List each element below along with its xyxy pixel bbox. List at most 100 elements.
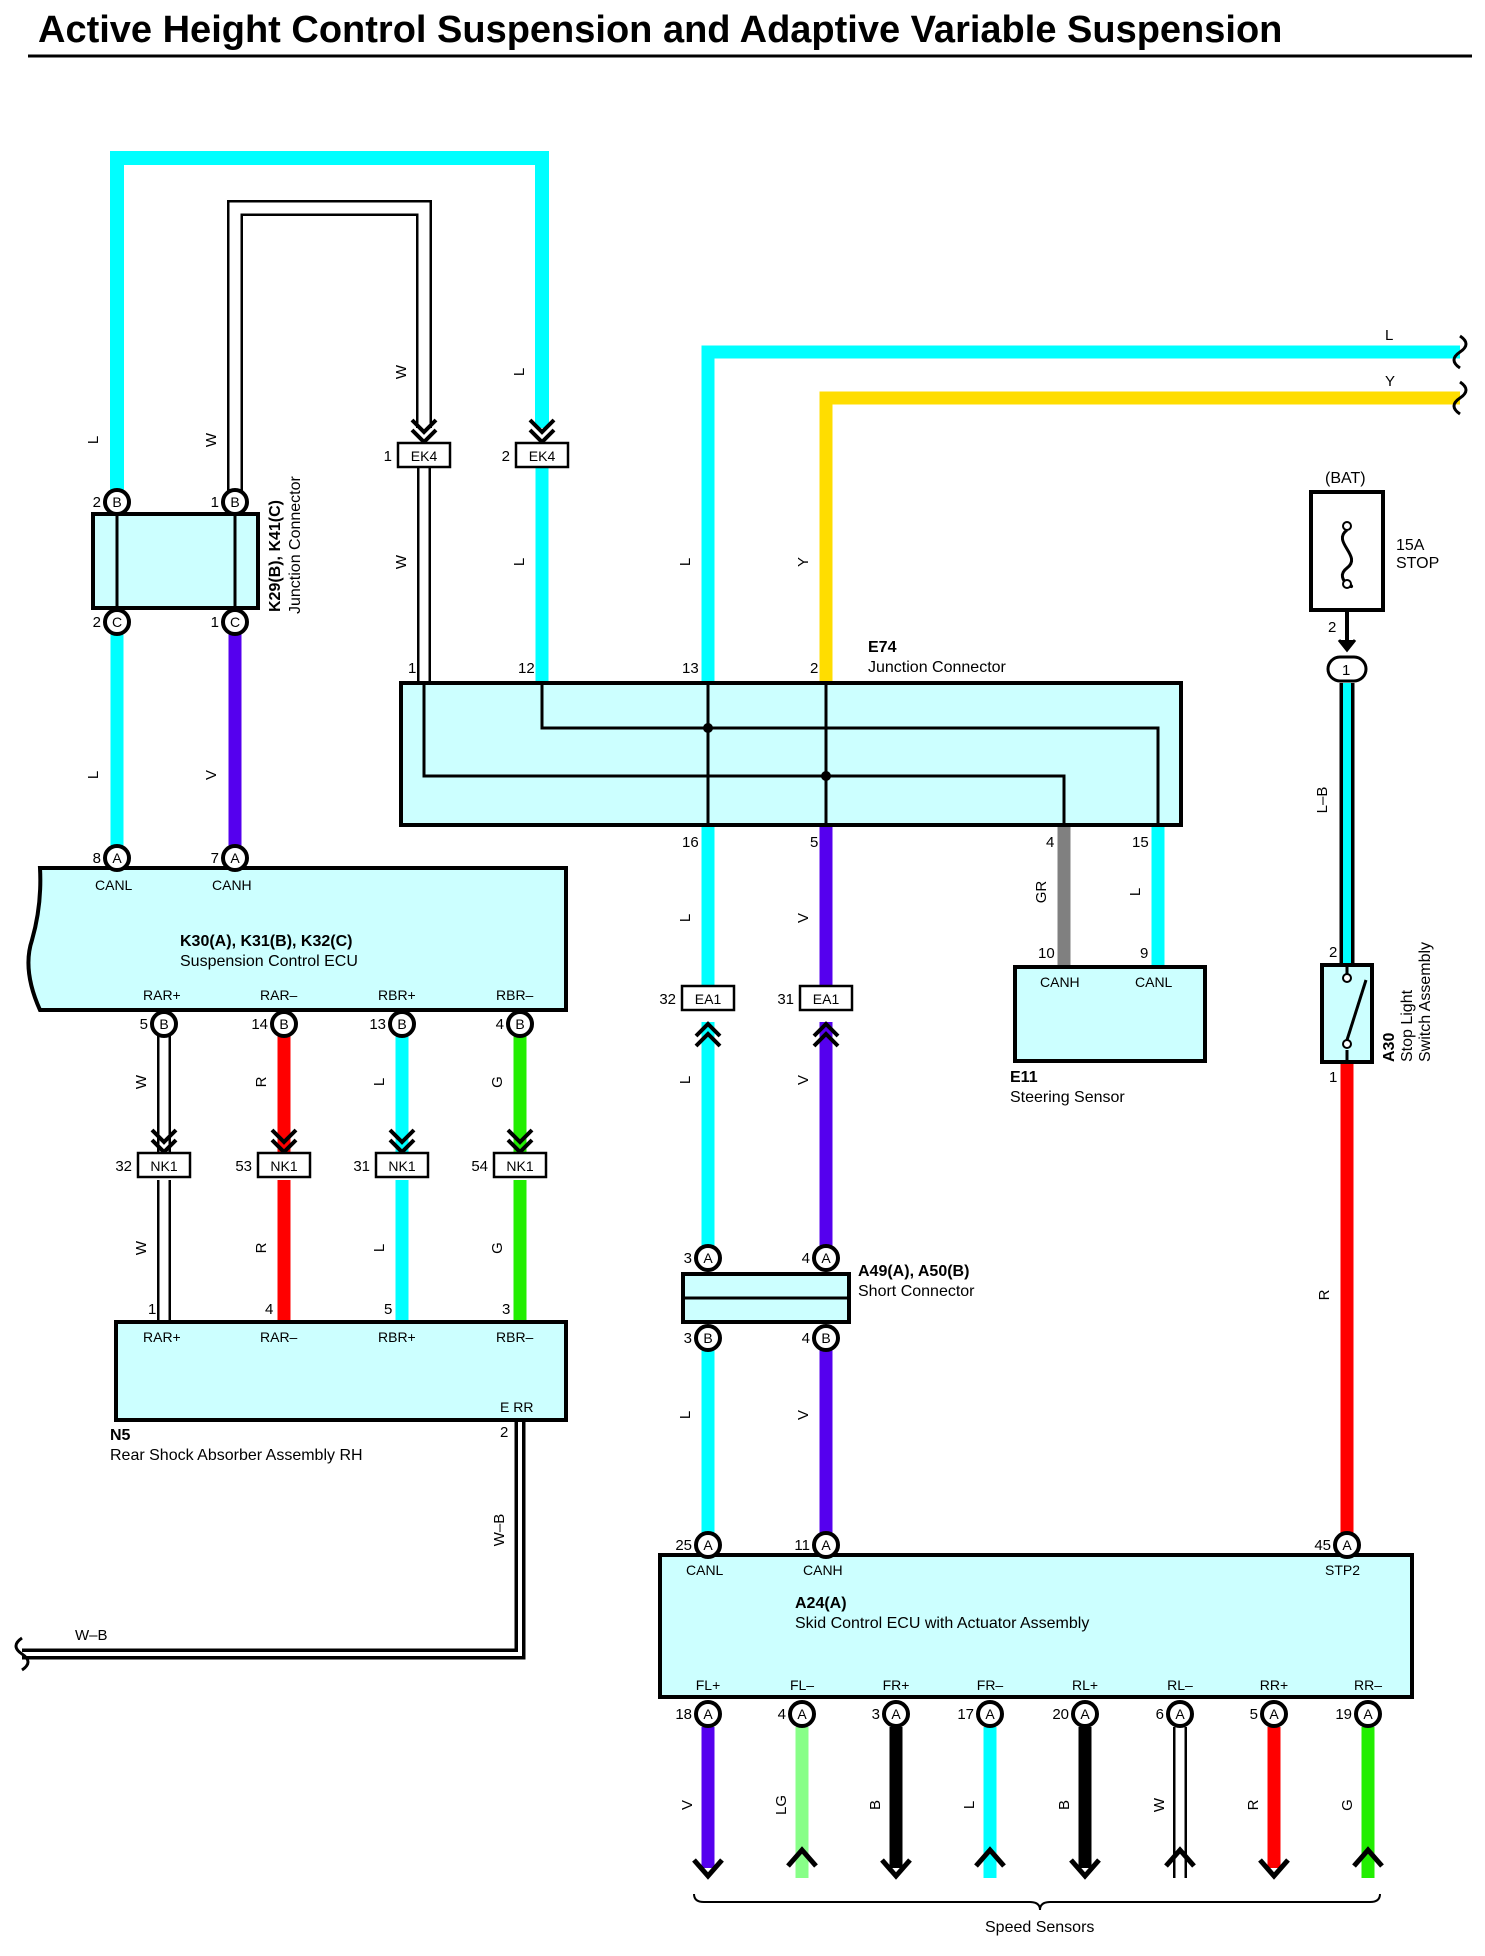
k30-pin-1-circle: [270, 1010, 298, 1038]
a49-pin-top-4-code: A: [821, 1250, 831, 1266]
n5-pin-3: 3: [502, 1301, 510, 1318]
k30-pin-2-num: 13: [369, 1016, 386, 1033]
a24-bot-pin-4-circle: [1071, 1700, 1099, 1728]
a24-stp2-label: STP2: [1325, 1562, 1360, 1578]
k30-pin-canl-num: 8: [93, 850, 101, 867]
nk1-pin-31-num: 31: [353, 1158, 370, 1175]
a24-bot-pin-7-code: A: [1363, 1706, 1373, 1722]
k30-pin-3-num: 4: [496, 1016, 504, 1033]
a30-stop-light-switch: 2 1 A30 Stop Light Switch Assembly: [1320, 942, 1434, 1086]
k29-name: K29(B), K41(C): [267, 500, 284, 612]
fuse-name: STOP: [1396, 555, 1439, 572]
wire-label-l-right: L: [1385, 327, 1393, 344]
wire-label-y-right: Y: [1385, 373, 1395, 390]
a24-bot-pin-6-circle: [1260, 1700, 1288, 1728]
wire-wb-ground-inner: [22, 1420, 522, 1656]
k30-canl-label: CANL: [95, 877, 133, 893]
e74-name: E74: [868, 639, 897, 656]
wire-label-l-2: L: [511, 368, 528, 376]
a24-bot-pin-0-circle: [694, 1700, 722, 1728]
a24-bot-label-7: RR–: [1354, 1677, 1382, 1693]
nk1-pin-31-box: [374, 1151, 430, 1179]
n5-rbr-minus-label: RBR–: [496, 1329, 534, 1345]
k29-pin-c1-code: C: [230, 614, 240, 630]
a30-pin-bottom: 1: [1329, 1069, 1337, 1086]
a49-pin-bot-4-code: B: [821, 1330, 830, 1346]
a49-pin-top-3-code: A: [703, 1250, 713, 1266]
a24-bot-pin-5-circle: [1166, 1700, 1194, 1728]
a49-pin-bot-4-num: 4: [802, 1330, 810, 1347]
a24-skid-control-ecu: A24(A) Skid Control ECU with Actuator As…: [658, 1553, 1414, 1699]
a24-bot-label-4: RL+: [1072, 1677, 1098, 1693]
n5-rar-minus-label: RAR–: [260, 1329, 298, 1345]
wire-label-g-2: G: [489, 1242, 506, 1254]
wire-label-gr: GR: [1033, 881, 1050, 904]
wire-label-l-6: L: [677, 914, 694, 922]
ea1-pin-32-code: EA1: [695, 991, 722, 1007]
e74-junction-connector: E74 Junction Connector 1 12 13 2 16 5 4 …: [399, 639, 1183, 851]
e74-pin-2: 2: [810, 660, 818, 677]
wire-label-w-2: W: [393, 364, 410, 379]
a30-name: A30: [1381, 1033, 1398, 1062]
k29-pin-c2-code: C: [112, 614, 122, 630]
wire-label-speed-4: B: [1056, 1800, 1073, 1810]
n5-pin-1: 1: [148, 1301, 156, 1318]
a24-bot-label-3: FR–: [977, 1677, 1004, 1693]
wire-label-v-2: V: [795, 913, 812, 923]
a24-bot-pin-4-code: A: [1080, 1706, 1090, 1722]
a24-top-pin-CANL-code: A: [703, 1537, 713, 1553]
wire-y-right: [819, 391, 1460, 683]
nk1-pin-32-box: [136, 1151, 192, 1179]
a24-bot-pin-2-code: A: [891, 1706, 901, 1722]
nk1-pin-53-num: 53: [235, 1158, 252, 1175]
k30-pin-canl-code: A: [112, 850, 122, 866]
wire-w-loop-inner: [229, 202, 430, 502]
k30-canh-label: CANH: [212, 877, 252, 893]
k30-rar-minus-label: RAR–: [260, 987, 298, 1003]
k29-pin-c1-num: 1: [211, 614, 219, 631]
wire-label-speed-3: L: [961, 1801, 978, 1809]
a24-bot-pin-2-circle: [882, 1700, 910, 1728]
a24-bot-pin-1-code: A: [797, 1706, 807, 1722]
e11-pin-10: 10: [1038, 945, 1055, 962]
wire-label-l-1: L: [85, 436, 102, 444]
a24-name: A24(A): [795, 1595, 847, 1612]
nk1-pin-54-num: 54: [471, 1158, 488, 1175]
ek4-pin-2-box: [514, 441, 570, 469]
n5-rar-plus-label: RAR+: [143, 1329, 181, 1345]
wire-label-wb-2: W–B: [75, 1627, 108, 1644]
k30-rar-plus-label: RAR+: [143, 987, 181, 1003]
wire-label-r-1: R: [1316, 1289, 1333, 1300]
wire-label-speed-7: G: [1339, 1799, 1356, 1811]
a24-bot-pin-0-code: A: [703, 1706, 713, 1722]
a24-top-pin-CANL-num: 25: [675, 1537, 692, 1554]
wire-label-v-4: V: [795, 1410, 812, 1420]
a24-top-pin-STP2-num: 45: [1314, 1537, 1331, 1554]
wire-w-loop: [227, 200, 432, 502]
wire-label-v-1: V: [203, 770, 220, 780]
e74-pin-13: 13: [682, 660, 699, 677]
e11-canl-label: CANL: [1135, 974, 1173, 990]
a49-pin-bot-3-code: B: [703, 1330, 712, 1346]
n5-pin-4: 4: [265, 1301, 273, 1318]
wire-label-w-4: W: [133, 1074, 150, 1089]
e11-name: E11: [1010, 1069, 1038, 1086]
wire-break-symbols: [14, 334, 1468, 1672]
a24-canl-label: CANL: [686, 1562, 724, 1578]
a24-bot-pin-2-num: 3: [872, 1706, 880, 1723]
wire-label-l-8: L: [677, 1076, 694, 1084]
a49-pin-top-4-circle: [812, 1244, 840, 1272]
k30-pin-0-circle: [150, 1010, 178, 1038]
a24-bot-pin-3-num: 17: [957, 1706, 974, 1723]
e74-pin-12: 12: [518, 660, 535, 677]
a49-pin-top-4-num: 4: [802, 1250, 810, 1267]
wire-label-l-9: L: [677, 1411, 694, 1419]
n5-desc: Rear Shock Absorber Assembly RH: [110, 1447, 363, 1464]
n5-ground-label: E RR: [500, 1399, 533, 1415]
a24-bot-label-6: RR+: [1260, 1677, 1288, 1693]
diagram-title: Active Height Control Suspension and Ada…: [38, 9, 1282, 51]
wire-l-loop: [110, 151, 549, 502]
a49-pin-top-3-circle: [694, 1244, 722, 1272]
